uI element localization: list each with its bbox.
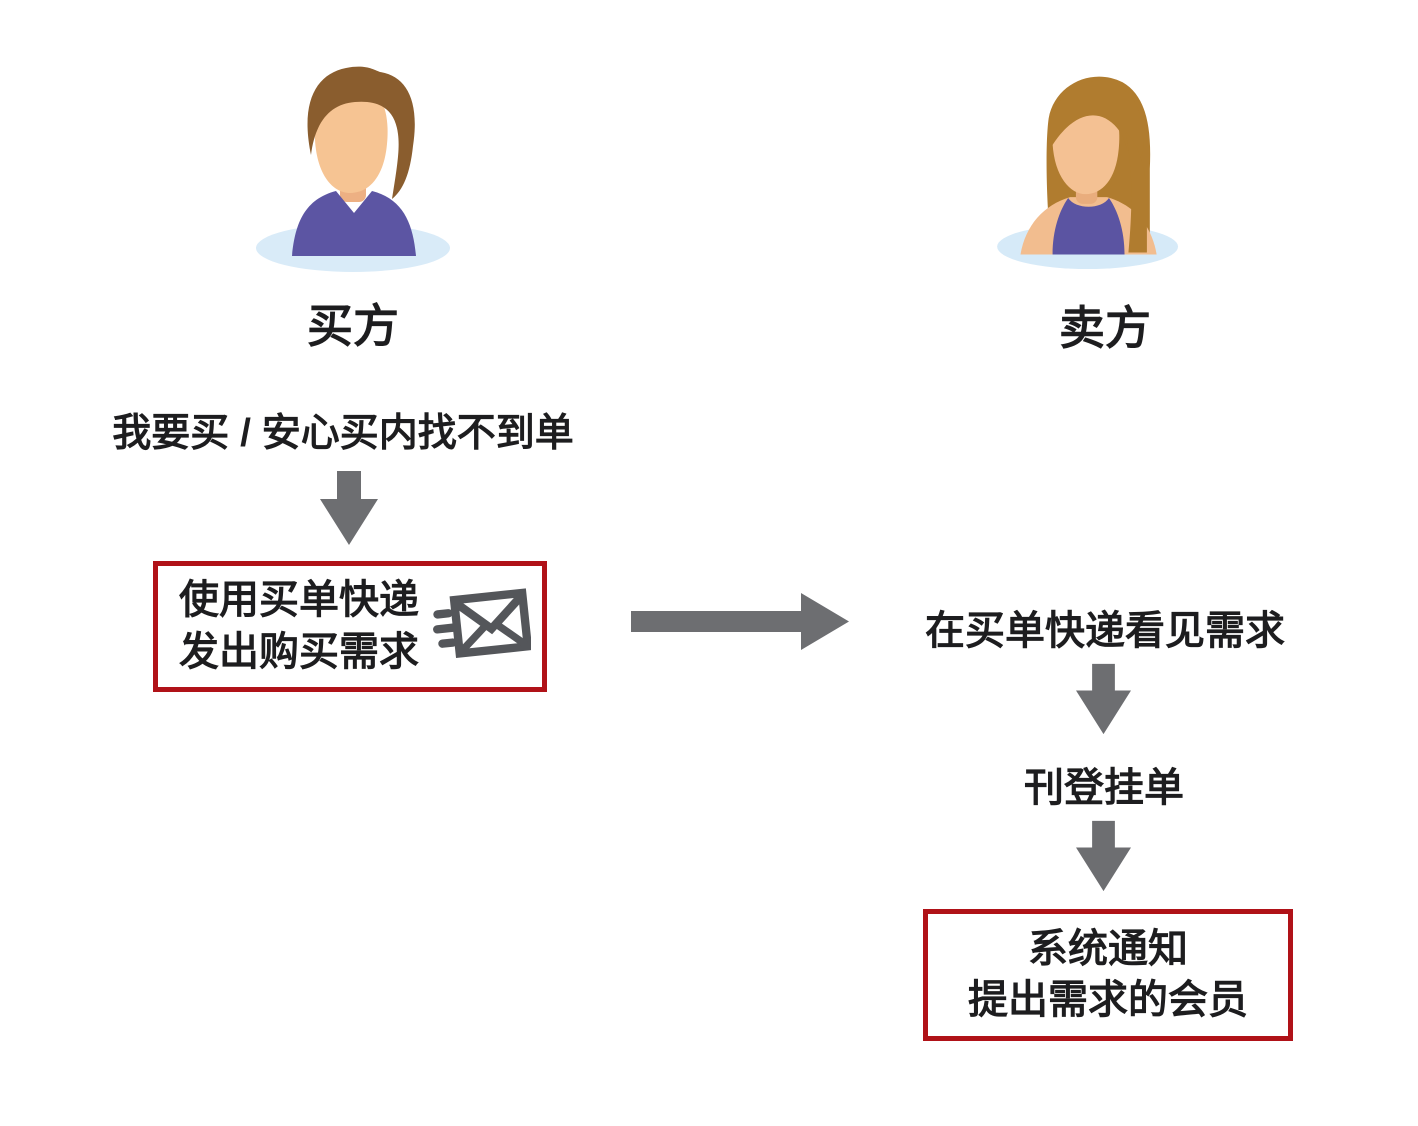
seller-result-line2: 提出需求的会员 <box>968 978 1248 1022</box>
send-mail-icon <box>433 587 531 658</box>
buyer-action-text: 使用买单快递 发出购买需求 <box>179 575 419 677</box>
down-arrow-icon <box>1076 820 1131 892</box>
seller-result-box: 系统通知 提出需求的会员 <box>923 909 1293 1041</box>
buyer-trigger-text: 我要买 / 安心买内找不到单 <box>112 412 574 455</box>
buyer-action-box: 使用买单快递 发出购买需求 <box>153 561 547 692</box>
seller-step1-text: 在买单快递看见需求 <box>925 609 1285 653</box>
buyer-action-line1: 使用买单快递 <box>179 578 419 623</box>
seller-step2-text: 刊登挂单 <box>1024 766 1184 810</box>
buyer-label: 买方 <box>307 300 399 352</box>
seller-label: 卖方 <box>1059 302 1151 354</box>
buyer-action-line2: 发出购买需求 <box>179 629 419 674</box>
male-avatar-icon <box>256 66 450 272</box>
right-arrow-icon <box>631 593 849 650</box>
female-avatar-icon <box>997 76 1179 270</box>
down-arrow-icon <box>1076 663 1131 735</box>
seller-result-line1: 系统通知 <box>1028 926 1188 971</box>
down-arrow-icon <box>320 471 378 545</box>
